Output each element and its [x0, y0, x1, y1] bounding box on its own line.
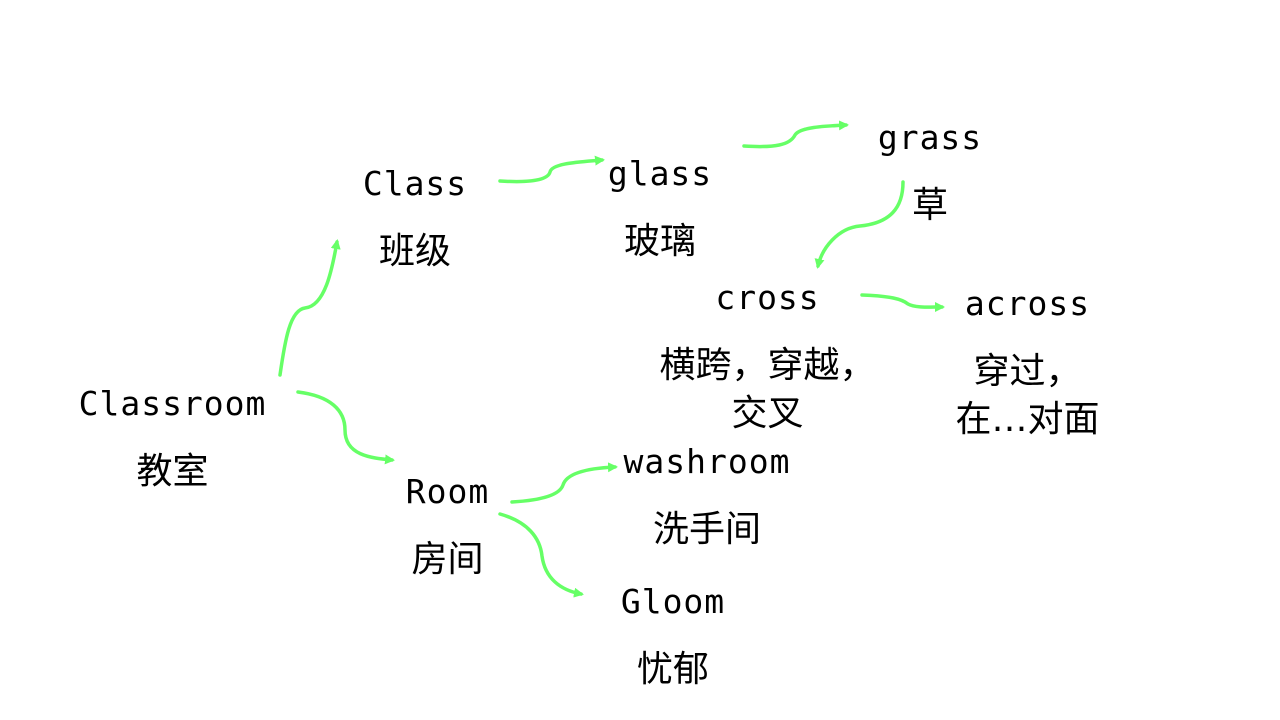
- node-classroom: Classroom 教室: [70, 360, 275, 518]
- word-glass: glass: [607, 153, 713, 193]
- arrow-grass-to-cross: [814, 180, 905, 269]
- node-cross: cross 横跨，穿越， 交叉: [640, 254, 895, 461]
- word-room: Room: [405, 471, 490, 511]
- node-room: Room 房间: [390, 448, 505, 606]
- word-grass: grass: [877, 117, 983, 157]
- meaning-washroom: 洗手间: [652, 508, 761, 550]
- meaning-grass: 草: [911, 184, 948, 226]
- word-across: across: [964, 283, 1091, 323]
- word-washroom: washroom: [623, 441, 791, 481]
- word-class: Class: [362, 163, 468, 203]
- meaning-across: 穿过， 在…对面: [955, 350, 1100, 441]
- meaning-classroom: 教室: [136, 450, 209, 492]
- meaning-cross: 横跨，穿越， 交叉: [659, 344, 876, 435]
- meaning-glass: 玻璃: [623, 220, 696, 262]
- meaning-class: 班级: [378, 230, 451, 272]
- word-classroom: Classroom: [78, 383, 267, 423]
- node-glass: glass 玻璃: [595, 130, 725, 288]
- arrow-cross-to-across: [860, 293, 945, 313]
- arrow-classroom-to-room: [296, 390, 395, 465]
- node-across: across 穿过， 在…对面: [930, 260, 1125, 467]
- arrow-room-to-gloom: [498, 512, 584, 598]
- word-gloom: Gloom: [620, 581, 726, 621]
- meaning-room: 房间: [411, 538, 484, 580]
- node-washroom: washroom 洗手间: [612, 418, 802, 576]
- arrow-class-to-glass: [498, 155, 605, 184]
- node-class: Class 班级: [345, 140, 485, 298]
- word-cross: cross: [715, 277, 820, 317]
- node-gloom: Gloom 忧郁: [608, 558, 738, 716]
- meaning-gloom: 忧郁: [636, 648, 709, 690]
- arrow-room-to-washroom: [510, 462, 618, 504]
- arrow-glass-to-grass: [742, 120, 849, 149]
- node-grass: grass 草: [865, 94, 995, 252]
- arrow-classroom-to-class: [278, 239, 341, 377]
